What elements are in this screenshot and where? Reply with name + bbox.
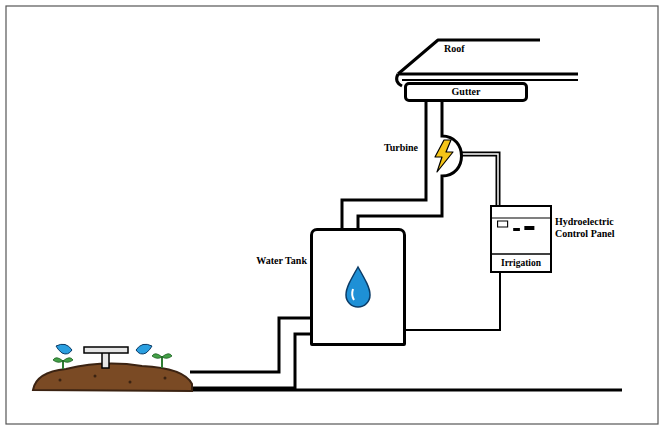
pipe-bore <box>188 326 312 380</box>
water-pipe <box>434 102 435 128</box>
connector-stroke <box>350 184 434 228</box>
fascia-line <box>402 79 578 81</box>
connector-stroke <box>428 102 441 128</box>
sprinkler-head <box>84 347 128 353</box>
power-wire <box>460 154 498 205</box>
lightning-bolt <box>435 140 453 172</box>
water-drop <box>346 267 370 307</box>
roof-edge <box>398 40 540 74</box>
panel-strip <box>492 218 550 219</box>
ground-line <box>190 389 622 392</box>
water-drop <box>56 344 72 354</box>
power-wire <box>406 273 500 330</box>
frame-border <box>6 6 658 424</box>
water-drop <box>136 344 152 354</box>
panel-display <box>498 221 508 227</box>
gutter-lip <box>397 74 402 86</box>
turbine-symbol <box>422 128 464 184</box>
panel-indicator <box>524 226 534 230</box>
connector-stroke <box>460 154 498 205</box>
panel-indicator <box>513 228 520 231</box>
panel-divider <box>492 253 550 255</box>
turbine-body <box>426 128 462 184</box>
turbine: Turbine <box>422 128 464 184</box>
roof-drawing <box>397 40 578 86</box>
water-tank: Water Tank <box>310 228 406 346</box>
connector-stroke <box>460 154 498 205</box>
connector-stroke <box>350 184 434 228</box>
connector-stroke <box>425 102 444 128</box>
sprinkler-stem <box>102 352 109 368</box>
gutter-box: Gutter <box>404 82 528 102</box>
drop-highlight <box>352 289 354 300</box>
node-label: Water Tank <box>256 255 307 267</box>
garden-bed <box>33 344 192 391</box>
tank-face <box>313 231 403 343</box>
connector-stroke <box>406 273 500 330</box>
soil-speck <box>129 381 132 384</box>
sprout-leaves <box>53 358 73 363</box>
water-pipe <box>350 184 434 228</box>
node-label: Turbine <box>384 142 418 154</box>
control-panel: Hydroelectric Control PanelIrrigation <box>490 205 552 273</box>
node-label: Irrigation <box>492 258 550 269</box>
sprout-leaves <box>152 354 172 359</box>
outlet-pipe <box>188 326 312 380</box>
part-label: Roof <box>444 43 465 55</box>
soil-mound <box>33 364 192 391</box>
roof-underside <box>398 73 578 76</box>
node-label: Gutter <box>452 86 481 98</box>
soil-speck <box>94 375 97 378</box>
turbine-outline <box>426 128 462 184</box>
soil-speck <box>164 377 167 380</box>
soil-speck <box>59 379 62 382</box>
node-label: Hydroelectric Control Panel <box>555 216 631 240</box>
